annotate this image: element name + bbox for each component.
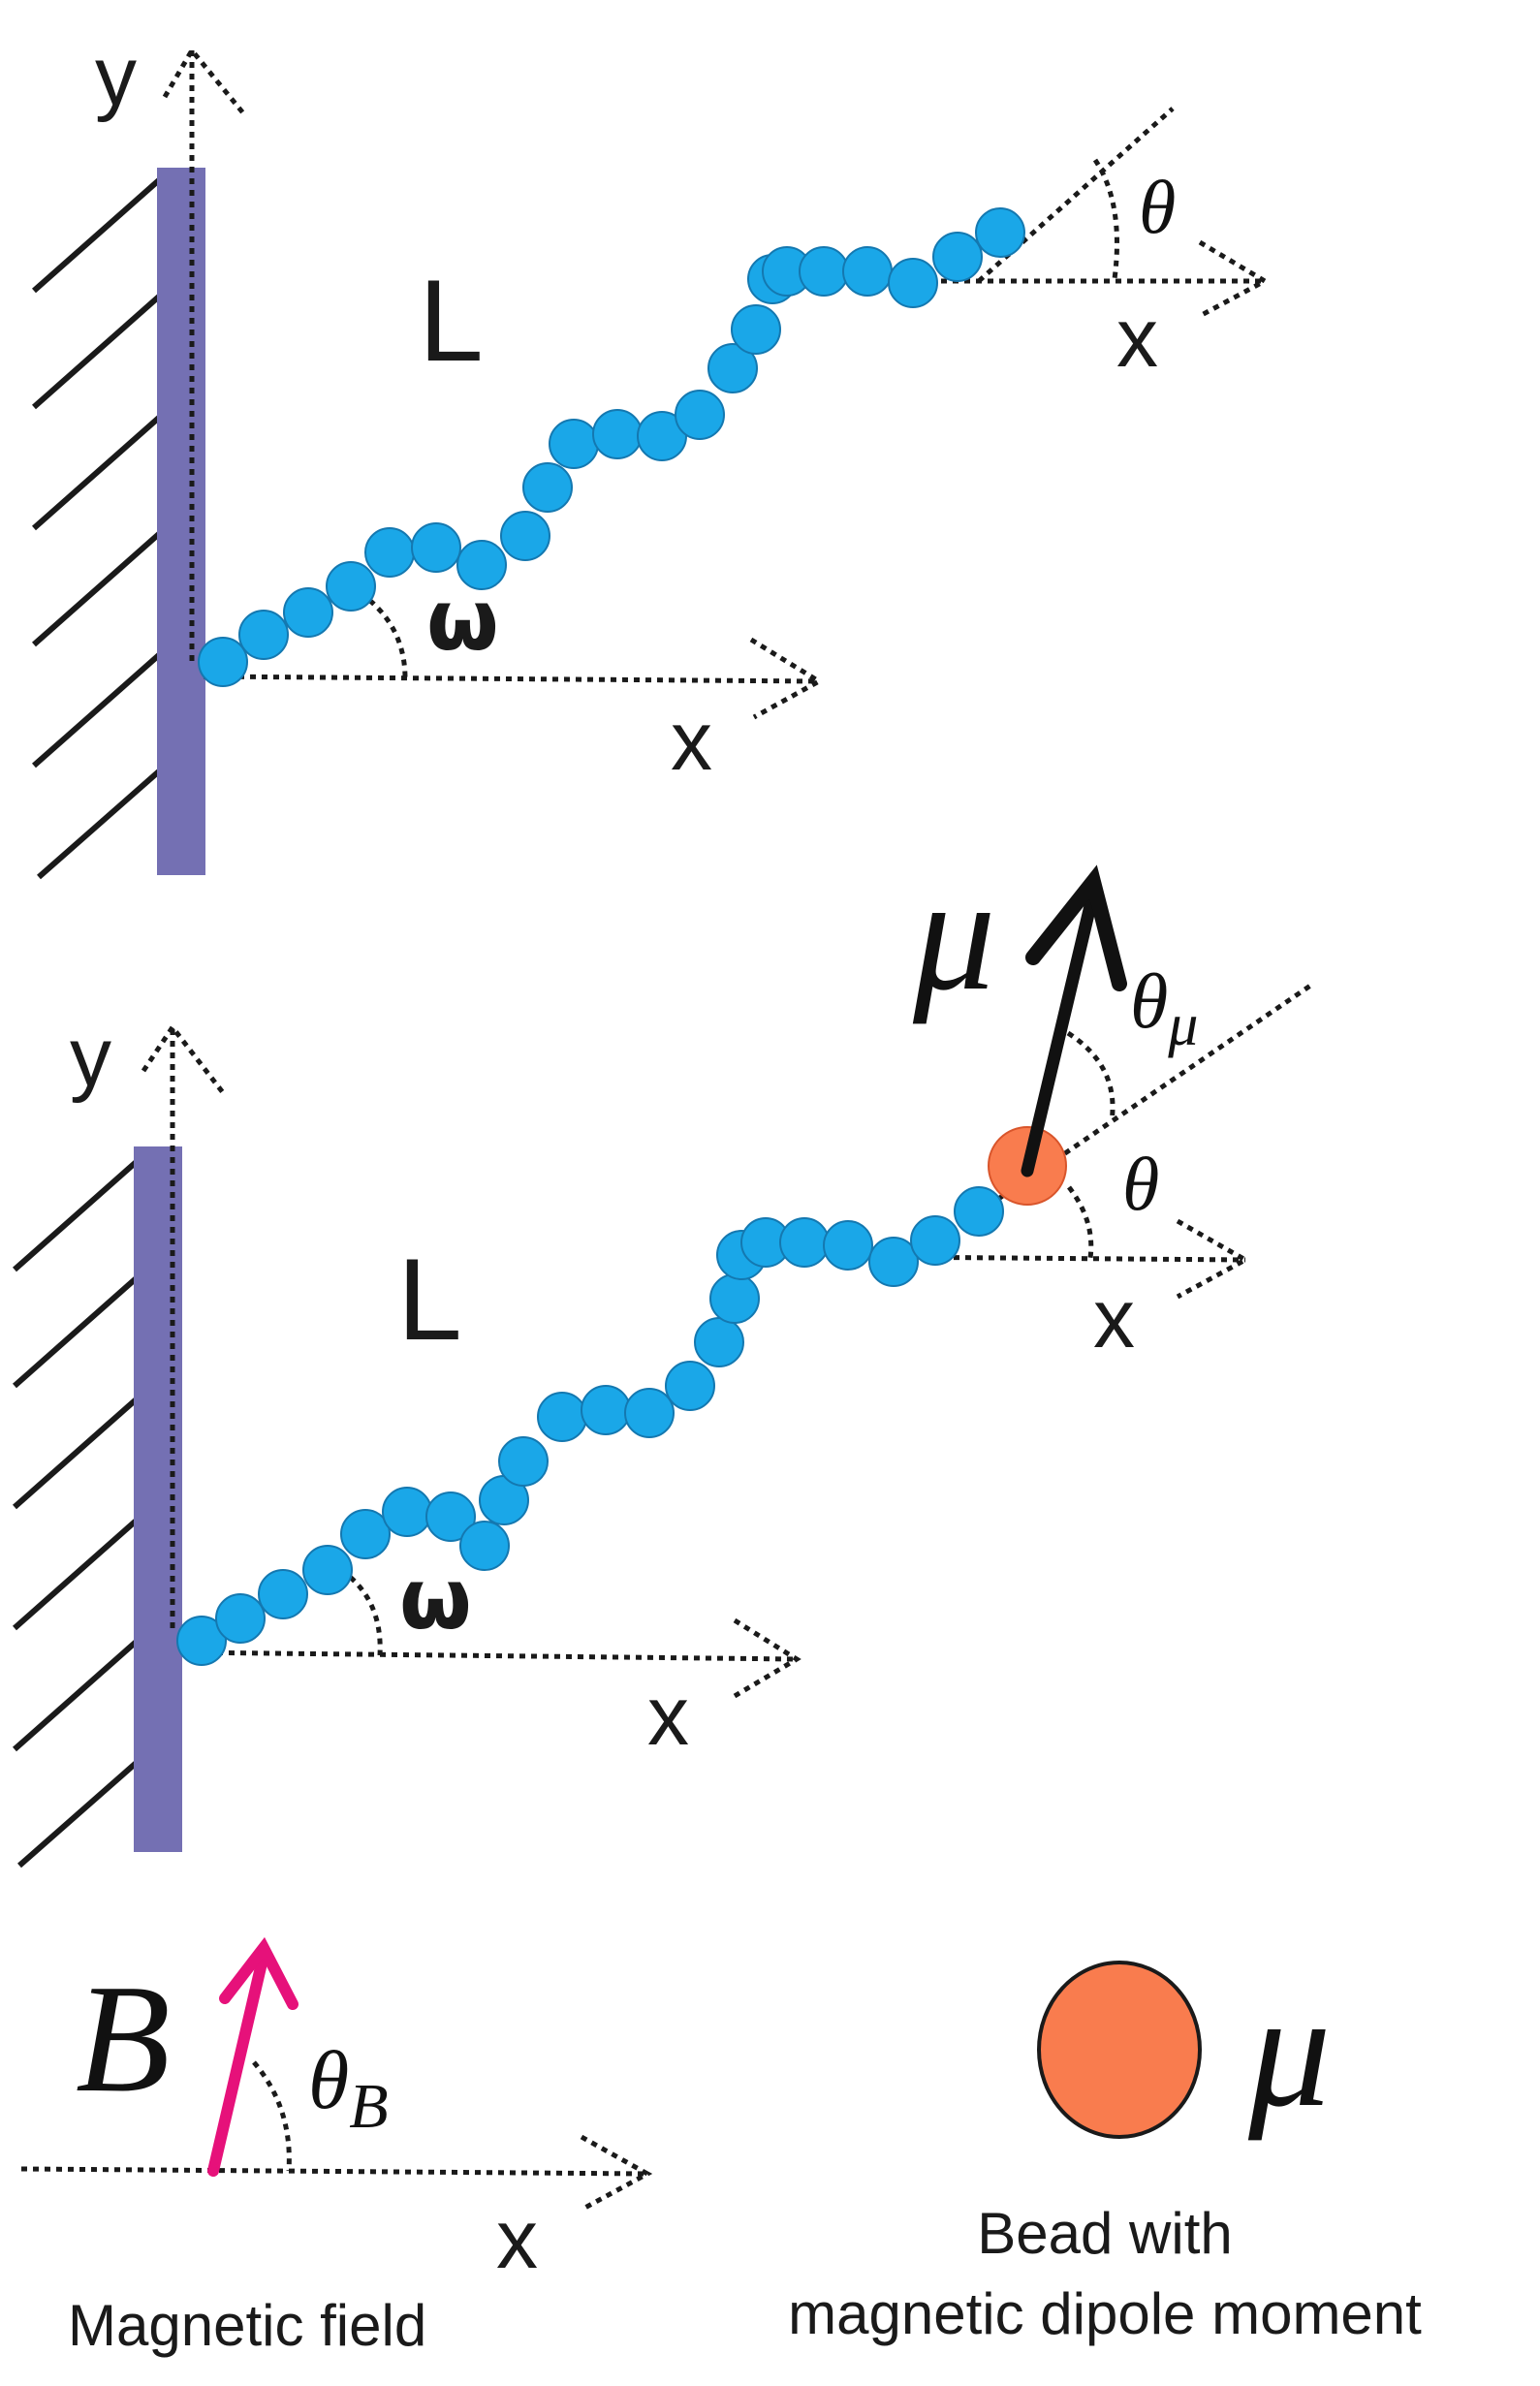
field-angle-label: θB bbox=[308, 2033, 389, 2142]
bottom-panel: y x ω L θ x μ θμ bbox=[13, 842, 1315, 1868]
bottom-chain-bead-19 bbox=[779, 1217, 830, 1268]
bottom-tip-angle-arc bbox=[1067, 1185, 1094, 1259]
bead-caption-line1: Bead with bbox=[977, 2201, 1233, 2266]
bottom-chain-bead-22 bbox=[910, 1215, 960, 1266]
bottom-chain-bead-12 bbox=[581, 1385, 631, 1435]
dipole-moment-arrow bbox=[1021, 864, 1127, 1177]
bottom-wall-hatching bbox=[13, 1155, 142, 1868]
top-chain-bead-5 bbox=[364, 527, 415, 578]
bottom-chain-bead-14 bbox=[665, 1361, 715, 1411]
bottom-chain-bead-3 bbox=[258, 1569, 308, 1619]
top-chain-bead-4 bbox=[326, 561, 376, 612]
legend-bead bbox=[1037, 1961, 1202, 2139]
bottom-chain-bead-1 bbox=[176, 1616, 227, 1666]
top-x-axis-label: x bbox=[671, 695, 712, 788]
bottom-chain-bead-7 bbox=[425, 1491, 476, 1542]
top-wall-hatching bbox=[32, 176, 162, 880]
magnetic-field-caption: Magnetic field bbox=[68, 2293, 426, 2358]
top-chain-bead-19 bbox=[842, 246, 893, 297]
bottom-base-angle-label: ω bbox=[399, 1552, 472, 1648]
top-chain-bead-9 bbox=[522, 462, 573, 513]
bottom-y-axis-label: y bbox=[70, 1011, 111, 1104]
top-bead-chain bbox=[198, 207, 1025, 687]
bottom-bead-chain bbox=[176, 1186, 1004, 1666]
top-chain-bead-7 bbox=[456, 540, 507, 590]
legend-bead-symbol: μ bbox=[1247, 1959, 1331, 2141]
top-chain-bead-8 bbox=[500, 511, 550, 561]
top-base-angle-arc bbox=[359, 590, 408, 679]
bottom-chain-bead-20 bbox=[823, 1220, 873, 1271]
bottom-base-angle-arc bbox=[339, 1567, 383, 1656]
field-x-axis-label: x bbox=[496, 2193, 538, 2286]
top-chain-bead-6 bbox=[411, 522, 461, 573]
top-chain-bead-11 bbox=[592, 409, 643, 459]
top-chain-bead-14 bbox=[707, 343, 758, 393]
bottom-chain-bead-23 bbox=[954, 1186, 1004, 1237]
bottom-x-axis-label: x bbox=[647, 1670, 689, 1763]
top-chain-bead-13 bbox=[675, 390, 725, 440]
magnetic-field-arrow bbox=[207, 1936, 299, 2177]
top-chain-bead-10 bbox=[549, 419, 599, 469]
top-chain-bead-22 bbox=[975, 207, 1025, 258]
top-chain-bead-3 bbox=[283, 587, 333, 638]
top-chain-bead-20 bbox=[888, 258, 938, 308]
bottom-chain-bead-15 bbox=[694, 1317, 744, 1367]
legend-dipole-bead: μ Bead with magnetic dipole moment bbox=[788, 1959, 1422, 2346]
bottom-chain-bead-10 bbox=[498, 1436, 549, 1487]
bottom-chain-bead-8 bbox=[459, 1521, 510, 1571]
bottom-chain-bead-11 bbox=[537, 1392, 587, 1442]
top-chain-bead-12 bbox=[637, 411, 687, 461]
top-y-axis bbox=[162, 46, 246, 661]
top-tip-x-label: x bbox=[1116, 292, 1158, 385]
top-wall bbox=[157, 168, 205, 875]
bottom-chain-bead-21 bbox=[868, 1237, 919, 1287]
top-chain-bead-18 bbox=[799, 246, 849, 297]
bottom-chain-bead-13 bbox=[624, 1388, 675, 1438]
bead-caption-line2: magnetic dipole moment bbox=[788, 2281, 1422, 2346]
bottom-tip-x-label: x bbox=[1093, 1272, 1135, 1366]
dipole-angle-label: θμ bbox=[1130, 959, 1198, 1058]
top-y-axis-label: y bbox=[95, 30, 137, 123]
bottom-y-axis bbox=[141, 1022, 227, 1628]
top-chain-bead-1 bbox=[198, 637, 248, 687]
dipole-moment-label: μ bbox=[912, 842, 995, 1024]
legend-magnetic-field: B θB x Magnetic field bbox=[20, 1936, 653, 2358]
bottom-length-label: L bbox=[397, 1235, 462, 1365]
top-x-axis bbox=[203, 637, 824, 720]
top-panel: y x ω L θ x bbox=[32, 30, 1271, 880]
magnetic-field-label: B bbox=[76, 1952, 171, 2124]
bottom-x-axis bbox=[181, 1617, 801, 1699]
top-tip-axes bbox=[906, 107, 1271, 319]
bottom-chain-bead-2 bbox=[215, 1593, 266, 1644]
bottom-chain-bead-4 bbox=[302, 1545, 353, 1595]
field-angle-arc bbox=[252, 2060, 292, 2172]
top-chain-bead-15 bbox=[731, 304, 781, 355]
top-chain-bead-21 bbox=[932, 232, 983, 282]
top-tip-angle-label: θ bbox=[1139, 165, 1176, 249]
bottom-chain-bead-5 bbox=[340, 1509, 391, 1559]
bottom-chain-bead-16 bbox=[709, 1273, 760, 1324]
bottom-chain-bead-6 bbox=[382, 1487, 432, 1537]
bottom-tip-angle-label: θ bbox=[1122, 1142, 1159, 1226]
top-chain-bead-2 bbox=[238, 610, 289, 660]
field-x-axis bbox=[20, 2134, 653, 2213]
dipole-angle-arc bbox=[1066, 1030, 1116, 1122]
top-length-label: L bbox=[419, 256, 484, 386]
top-tip-angle-arc bbox=[1092, 158, 1119, 280]
